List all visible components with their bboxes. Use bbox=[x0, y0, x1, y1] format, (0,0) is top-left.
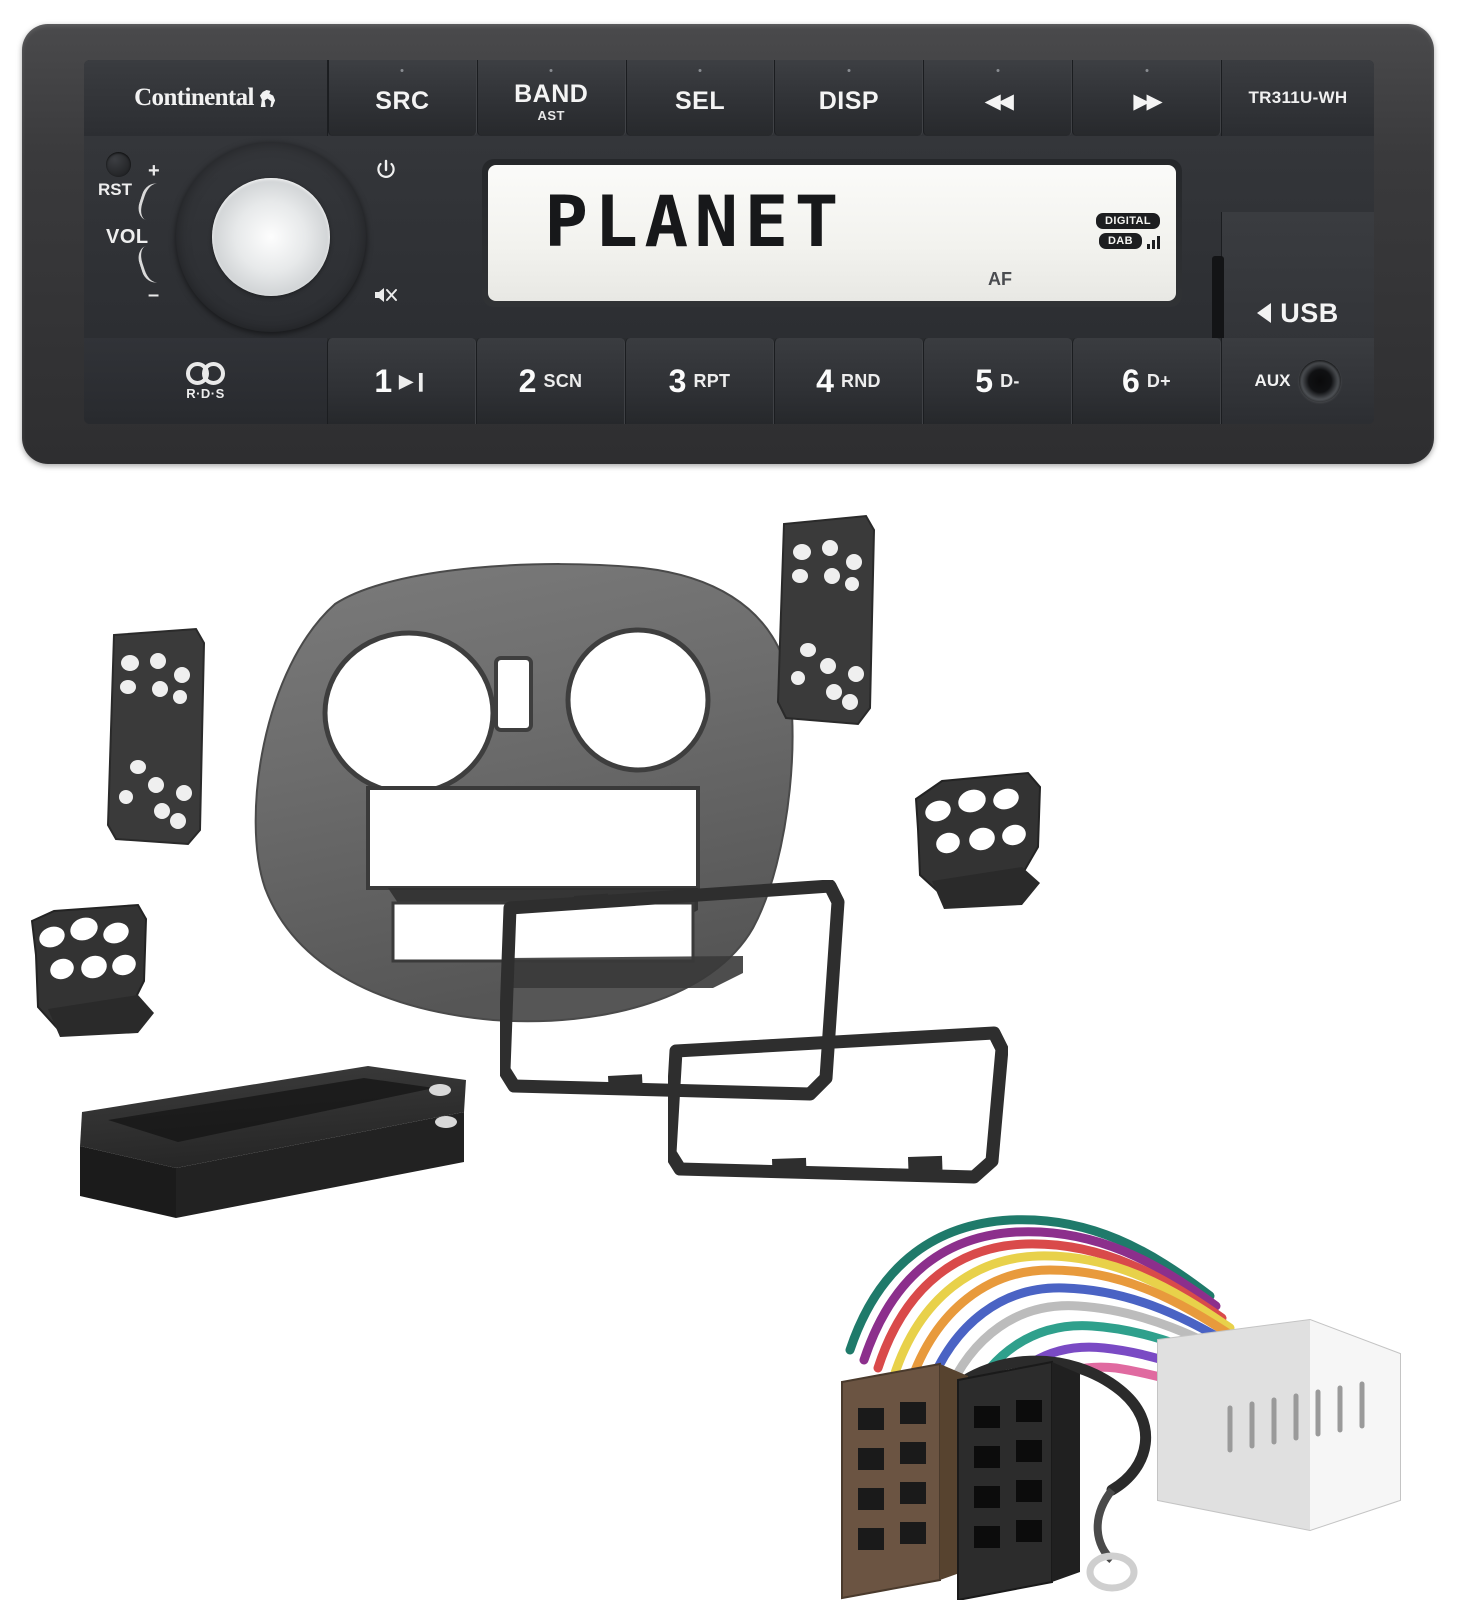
aux-input-cell[interactable]: AUX bbox=[1221, 338, 1374, 424]
button-band-sublabel: AST bbox=[537, 107, 565, 123]
preset-5-number: 5 bbox=[975, 362, 994, 399]
power-icon[interactable] bbox=[374, 158, 398, 182]
rds-indicator-cell: R·D·S bbox=[84, 338, 327, 424]
mute-icon[interactable] bbox=[373, 284, 399, 306]
mounting-bracket-left-plate bbox=[100, 625, 210, 850]
lcd-main-text: PLANET bbox=[544, 181, 845, 263]
fastforward-icon: ▶▶ bbox=[1133, 89, 1162, 113]
dab-badge: DAB bbox=[1098, 233, 1142, 249]
preset-button-5[interactable]: 5 D- bbox=[923, 338, 1072, 424]
usb-label: USB bbox=[1280, 297, 1339, 328]
preset-6-function: D+ bbox=[1146, 370, 1171, 391]
wiring-harness-adapter bbox=[790, 1200, 1415, 1602]
preset-5-function: D- bbox=[1000, 370, 1020, 391]
button-disp[interactable]: DISP bbox=[774, 60, 924, 136]
rds-circles bbox=[186, 361, 225, 385]
brand-wordmark: Continental bbox=[134, 84, 254, 111]
button-band-label: BAND bbox=[514, 79, 589, 108]
button-led-rewind bbox=[996, 69, 1000, 72]
usb-slot[interactable] bbox=[1212, 256, 1224, 360]
mounting-bracket-right-plate bbox=[772, 510, 882, 730]
car-stereo-head-unit: Continental SRC BAND AST bbox=[22, 24, 1434, 464]
installation-kit-parts bbox=[0, 470, 1481, 1602]
preset-button-6[interactable]: 6 D+ bbox=[1072, 338, 1221, 424]
play-pause-icon: ▶❙ bbox=[399, 370, 429, 391]
preset-3-function: RPT bbox=[693, 370, 731, 391]
volume-label: VOL bbox=[106, 226, 149, 248]
model-number-label: TR311U-WH bbox=[1248, 88, 1348, 107]
preset-1-number: 1 bbox=[374, 362, 393, 399]
preset-button-3[interactable]: 3 RPT bbox=[625, 338, 774, 424]
button-src[interactable]: SRC bbox=[328, 60, 477, 136]
trim-frame-upper bbox=[497, 879, 845, 1105]
top-button-row: Continental SRC BAND AST bbox=[84, 60, 1374, 136]
aux-label: AUX bbox=[1254, 371, 1291, 390]
left-triangle-icon bbox=[1257, 303, 1272, 323]
button-disp-label: DISP bbox=[818, 86, 880, 115]
button-src-label: SRC bbox=[375, 86, 430, 115]
preset-button-2[interactable]: 2 SCN bbox=[476, 338, 625, 424]
dash-fascia-panel bbox=[243, 558, 808, 1043]
button-rewind[interactable]: ◀◀ bbox=[923, 60, 1073, 136]
mounting-bracket-right-side bbox=[898, 755, 1053, 915]
rds-logo-icon: R·D·S bbox=[186, 361, 225, 401]
button-led-disp bbox=[847, 69, 851, 72]
volume-arc-up bbox=[134, 180, 175, 226]
control-display-row: RST + VOL – bbox=[84, 136, 1374, 414]
reset-label: RST bbox=[98, 180, 132, 199]
trim-frame-lower bbox=[663, 1025, 1009, 1185]
continental-logo: Continental bbox=[134, 84, 277, 112]
button-led-src bbox=[400, 69, 404, 72]
preset-2-number: 2 bbox=[518, 362, 537, 399]
button-fastforward[interactable]: ▶▶ bbox=[1072, 60, 1221, 136]
signal-bars-icon bbox=[1147, 236, 1160, 249]
button-led-sel bbox=[698, 69, 702, 72]
preset-4-function: RND bbox=[840, 370, 881, 391]
volume-minus-label: – bbox=[148, 284, 160, 306]
volume-knob[interactable] bbox=[176, 142, 366, 332]
volume-control-zone: RST + VOL – bbox=[84, 136, 397, 338]
preset-button-1[interactable]: 1 ▶❙ bbox=[327, 338, 476, 424]
dab-signal-row: DAB bbox=[1098, 233, 1160, 249]
continental-horse-icon bbox=[258, 88, 277, 109]
model-number-cell: TR311U-WH bbox=[1220, 60, 1374, 136]
preset-2-function: SCN bbox=[543, 370, 583, 391]
lcd-display-frame: PLANET AF DIGITAL DAB bbox=[482, 159, 1182, 307]
volume-knob-center[interactable] bbox=[212, 178, 330, 296]
button-sel[interactable]: SEL bbox=[625, 60, 775, 136]
preset-3-number: 3 bbox=[668, 362, 687, 399]
mounting-bracket-lower-left bbox=[18, 885, 178, 1045]
preset-4-number: 4 bbox=[816, 362, 834, 399]
brand-logo-cell: Continental bbox=[84, 60, 328, 136]
reset-button[interactable] bbox=[106, 152, 131, 177]
af-indicator: AF bbox=[988, 269, 1012, 289]
rewind-icon: ◀◀ bbox=[984, 89, 1014, 113]
button-led-band bbox=[549, 69, 553, 72]
digital-badge: DIGITAL bbox=[1096, 213, 1160, 229]
volume-plus-label: + bbox=[148, 160, 160, 182]
button-sel-label: SEL bbox=[675, 86, 726, 115]
lcd-status-badges: DIGITAL DAB bbox=[1096, 213, 1160, 249]
preset-6-number: 6 bbox=[1122, 362, 1140, 399]
rds-label: R·D·S bbox=[186, 385, 225, 401]
lcd-screen: PLANET AF DIGITAL DAB bbox=[488, 165, 1176, 301]
preset-button-4[interactable]: 4 RND bbox=[774, 338, 923, 424]
preset-button-row: R·D·S 1 ▶❙ 2 SCN 3 RPT 4 RND 5 D- bbox=[84, 338, 1374, 424]
radio-faceplate: Continental SRC BAND AST bbox=[84, 60, 1374, 424]
storage-pocket bbox=[68, 1050, 478, 1240]
button-led-fastforward bbox=[1145, 69, 1149, 72]
aux-jack[interactable] bbox=[1299, 360, 1342, 402]
button-band[interactable]: BAND AST bbox=[476, 60, 626, 136]
